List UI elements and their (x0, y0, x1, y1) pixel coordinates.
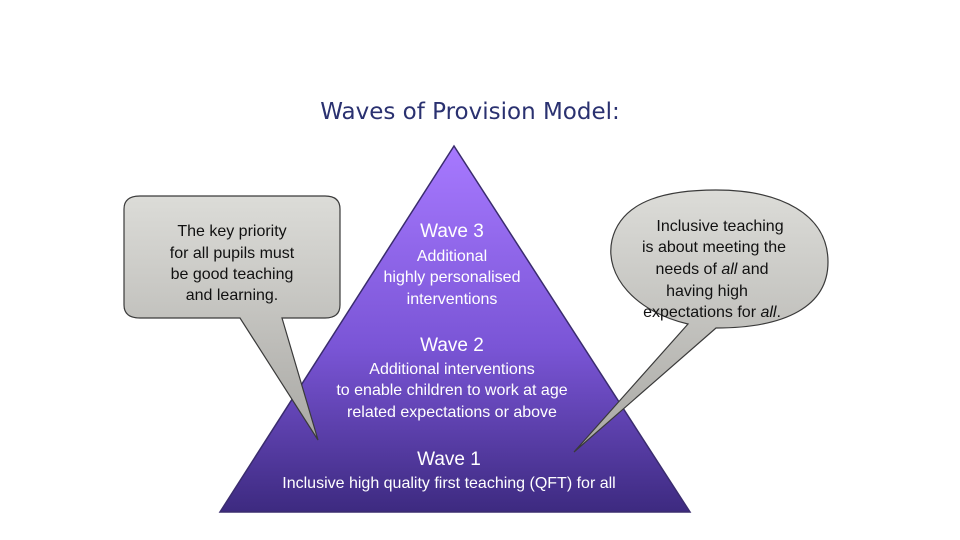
right-callout-shape (573, 189, 829, 453)
wave-2-section: Wave 2 Additional interventions to enabl… (336, 335, 567, 421)
left-callout-shape (123, 195, 341, 441)
right-callout-line: Inclusive teaching (656, 218, 783, 235)
right-callout-line: is about meeting the (642, 239, 786, 256)
left-callout-line: The key priority (177, 223, 286, 240)
wave-3-line: highly personalised (384, 269, 521, 286)
wave-1-section: Wave 1 Inclusive high quality first teac… (282, 449, 615, 492)
right-callout-line: having high (666, 283, 748, 300)
wave-1-heading: Wave 1 (417, 449, 481, 470)
wave-2-line: to enable children to work at age (336, 382, 567, 399)
left-callout-line: and learning. (186, 287, 279, 304)
left-callout-bubble: The key priority for all pupils must be … (123, 195, 341, 441)
right-callout-line: needs of all and (656, 261, 769, 278)
right-callout-bubble: Inclusive teaching is about meeting the … (573, 189, 829, 453)
page-title: Waves of Provision Model: (320, 99, 620, 125)
pyramid (218, 144, 692, 513)
wave-2-line: Additional interventions (369, 361, 534, 378)
wave-3-line: interventions (407, 291, 498, 308)
wave-2-line: related expectations or above (347, 404, 557, 421)
wave-2-heading: Wave 2 (420, 335, 484, 356)
wave-3-line: Additional (417, 248, 487, 265)
wave-3-heading: Wave 3 (420, 221, 484, 242)
left-callout-line: be good teaching (171, 266, 294, 283)
wave-3-section: Wave 3 Additional highly personalised in… (384, 221, 521, 308)
left-callout-line: for all pupils must (170, 245, 295, 262)
right-callout-line: expectations for all. (643, 304, 781, 321)
wave-1-line: Inclusive high quality first teaching (Q… (282, 475, 615, 492)
